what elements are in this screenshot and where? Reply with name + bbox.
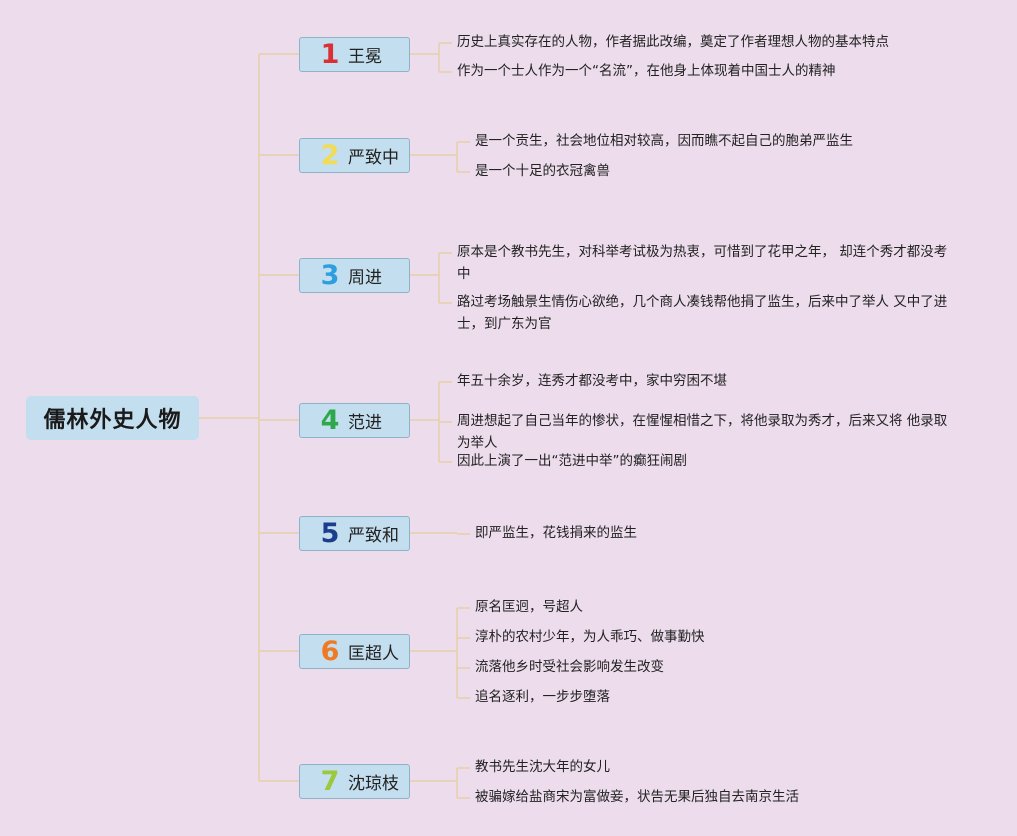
branch-node[interactable]: 7 沈琼枝 xyxy=(299,763,410,799)
leaf-text: 路过考场触景生情伤心欲绝，几个商人凑钱帮他捐了监生，后来中了举人 又中了进士，到… xyxy=(457,294,948,332)
branch-number: 3 xyxy=(320,259,340,291)
leaf-text: 教书先生沈大年的女儿 xyxy=(475,759,610,775)
branch-label: 周进 xyxy=(348,267,382,288)
leaf-text: 原名匡迥，号超人 xyxy=(475,599,583,615)
leaf-text: 原本是个教书先生，对科举考试极为热衷，可惜到了花甲之年， 却连个秀才都没考中 xyxy=(457,244,948,282)
leaf-text: 是一个十足的衣冠禽兽 xyxy=(475,163,610,179)
branch-node[interactable]: 1 王冕 xyxy=(299,36,410,72)
leaf-text: 被骗嫁给盐商宋为富做妾，状告无果后独自去南京生活 xyxy=(475,789,799,805)
branch-label: 严致和 xyxy=(348,525,399,546)
branch-node[interactable]: 2 严致中 xyxy=(299,137,410,173)
leaf-text: 历史上真实存在的人物，作者据此改编，奠定了作者理想人物的基本特点 xyxy=(457,34,889,50)
branch-label: 沈琼枝 xyxy=(348,773,399,794)
branch-number: 6 xyxy=(320,635,340,667)
root-node[interactable]: 儒林外史人物 xyxy=(26,396,199,440)
leaf-text: 周进想起了自己当年的惨状，在惺惺相惜之下，将他录取为秀才，后来又将 他录取为举人 xyxy=(457,413,948,451)
branch-label: 范进 xyxy=(348,412,382,433)
branch-label: 匡超人 xyxy=(348,643,399,664)
leaf-text: 年五十余岁，连秀才都没考中，家中穷困不堪 xyxy=(457,373,727,389)
branch-node[interactable]: 6 匡超人 xyxy=(299,633,410,669)
branch-label: 王冕 xyxy=(348,46,382,67)
leaf-text: 作为一个士人作为一个“名流”，在他身上体现着中国士人的精神 xyxy=(457,63,836,79)
branch-label: 严致中 xyxy=(348,147,399,168)
leaf-text: 是一个贡生，社会地位相对较高，因而瞧不起自己的胞弟严监生 xyxy=(475,133,853,149)
branch-number: 5 xyxy=(320,517,340,549)
branch-node[interactable]: 3 周进 xyxy=(299,257,410,293)
branch-number: 1 xyxy=(320,38,340,70)
leaf-text: 追名逐利，一步步堕落 xyxy=(475,689,610,705)
root-label: 儒林外史人物 xyxy=(43,408,182,433)
leaf-text: 淳朴的农村少年，为人乖巧、做事勤快 xyxy=(475,629,705,645)
branch-node[interactable]: 5 严致和 xyxy=(299,515,410,551)
leaf-text: 即严监生，花钱捐来的监生 xyxy=(475,525,637,541)
leaf-text: 流落他乡时受社会影响发生改变 xyxy=(475,659,664,675)
branch-number: 4 xyxy=(320,404,340,436)
branch-number: 2 xyxy=(320,139,340,171)
leaf-text: 因此上演了一出“范进中举”的癫狂闹剧 xyxy=(457,453,687,469)
branch-node[interactable]: 4 范进 xyxy=(299,402,410,438)
branch-number: 7 xyxy=(320,765,340,797)
